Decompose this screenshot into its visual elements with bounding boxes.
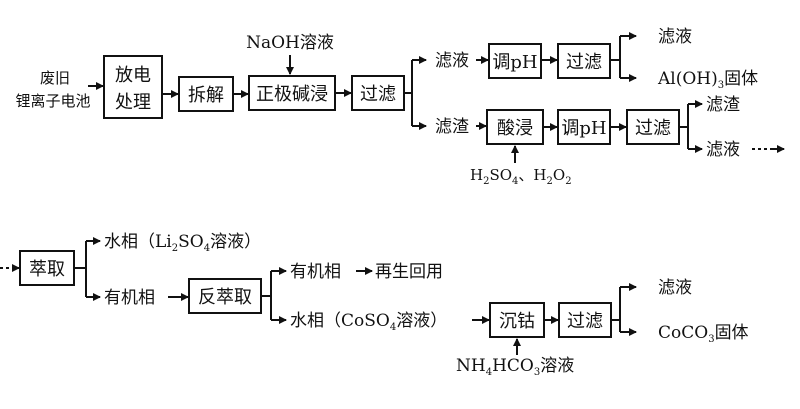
filter4-step-box	[558, 302, 612, 338]
organic-phase1-label: 有机相	[104, 288, 155, 308]
water-phase1-label: 水相（Li2SO4溶液）	[104, 232, 261, 254]
aloh3-solid-label: Al(OH)3固体	[657, 69, 758, 91]
discharge-step-box	[103, 55, 163, 119]
discharge-step-line2: 处理	[115, 92, 151, 113]
cathode-leach-step-label: 正极碱浸	[256, 84, 328, 105]
precipitate-co-step-label: 沉钴	[499, 311, 535, 332]
nh4hco3-reagent-label: NH4HCO3溶液	[456, 356, 574, 378]
back-extraction-step-box	[188, 278, 262, 314]
extraction-step-label: 萃取	[29, 259, 65, 280]
filtrate-b-label: 滤液	[658, 27, 692, 47]
back-extraction-step-label: 反萃取	[198, 287, 252, 308]
residue-b-label: 滤渣	[706, 95, 740, 115]
branch-back-extraction	[261, 271, 272, 320]
acid-reagent-label: H2SO4、H2O2	[470, 166, 572, 187]
branch-filter2	[610, 36, 621, 78]
dismantle-step-label: 拆解	[188, 85, 224, 106]
reuse-label: 再生回用	[375, 262, 443, 282]
filter2-step-label: 过滤	[566, 52, 602, 73]
branch-filter4	[611, 287, 621, 332]
adjust-ph2-step-label: 调pH	[561, 118, 606, 139]
adjust-ph2-step-box	[557, 109, 611, 145]
cathode-leach-step-box	[248, 75, 336, 111]
precipitate-co-step-box	[489, 302, 545, 338]
naoh-reagent-label: NaOH溶液	[246, 33, 334, 53]
filtrate-d-label: 滤液	[658, 278, 692, 298]
input-label-line2: 锂离子电池	[15, 92, 90, 110]
input-label-line1: 废旧	[40, 69, 70, 87]
filter3-step-box	[626, 109, 680, 145]
organic-phase2-label: 有机相	[290, 262, 341, 282]
filtrate-c-label: 滤液	[706, 140, 740, 160]
acid-leach-step-label: 酸浸	[497, 118, 533, 139]
acid-leach-step-box	[486, 109, 544, 145]
filtrate-a-label: 滤液	[435, 51, 469, 71]
filter1-step-label: 过滤	[360, 84, 396, 105]
branch-filter3	[679, 104, 689, 149]
coco3-solid-label: CoCO3固体	[658, 323, 749, 345]
filter3-step-label: 过滤	[635, 118, 671, 139]
discharge-step-line1: 放电	[115, 65, 151, 86]
water-phase2-label: 水相（CoSO4溶液）	[290, 311, 447, 333]
residue-a-label: 滤渣	[435, 117, 469, 137]
filter4-step-label: 过滤	[567, 311, 603, 332]
filter2-step-box	[557, 43, 611, 79]
branch-extraction	[74, 241, 87, 297]
branch-filter1	[404, 60, 413, 126]
adjust-ph1-step-label: 调pH	[492, 52, 537, 73]
